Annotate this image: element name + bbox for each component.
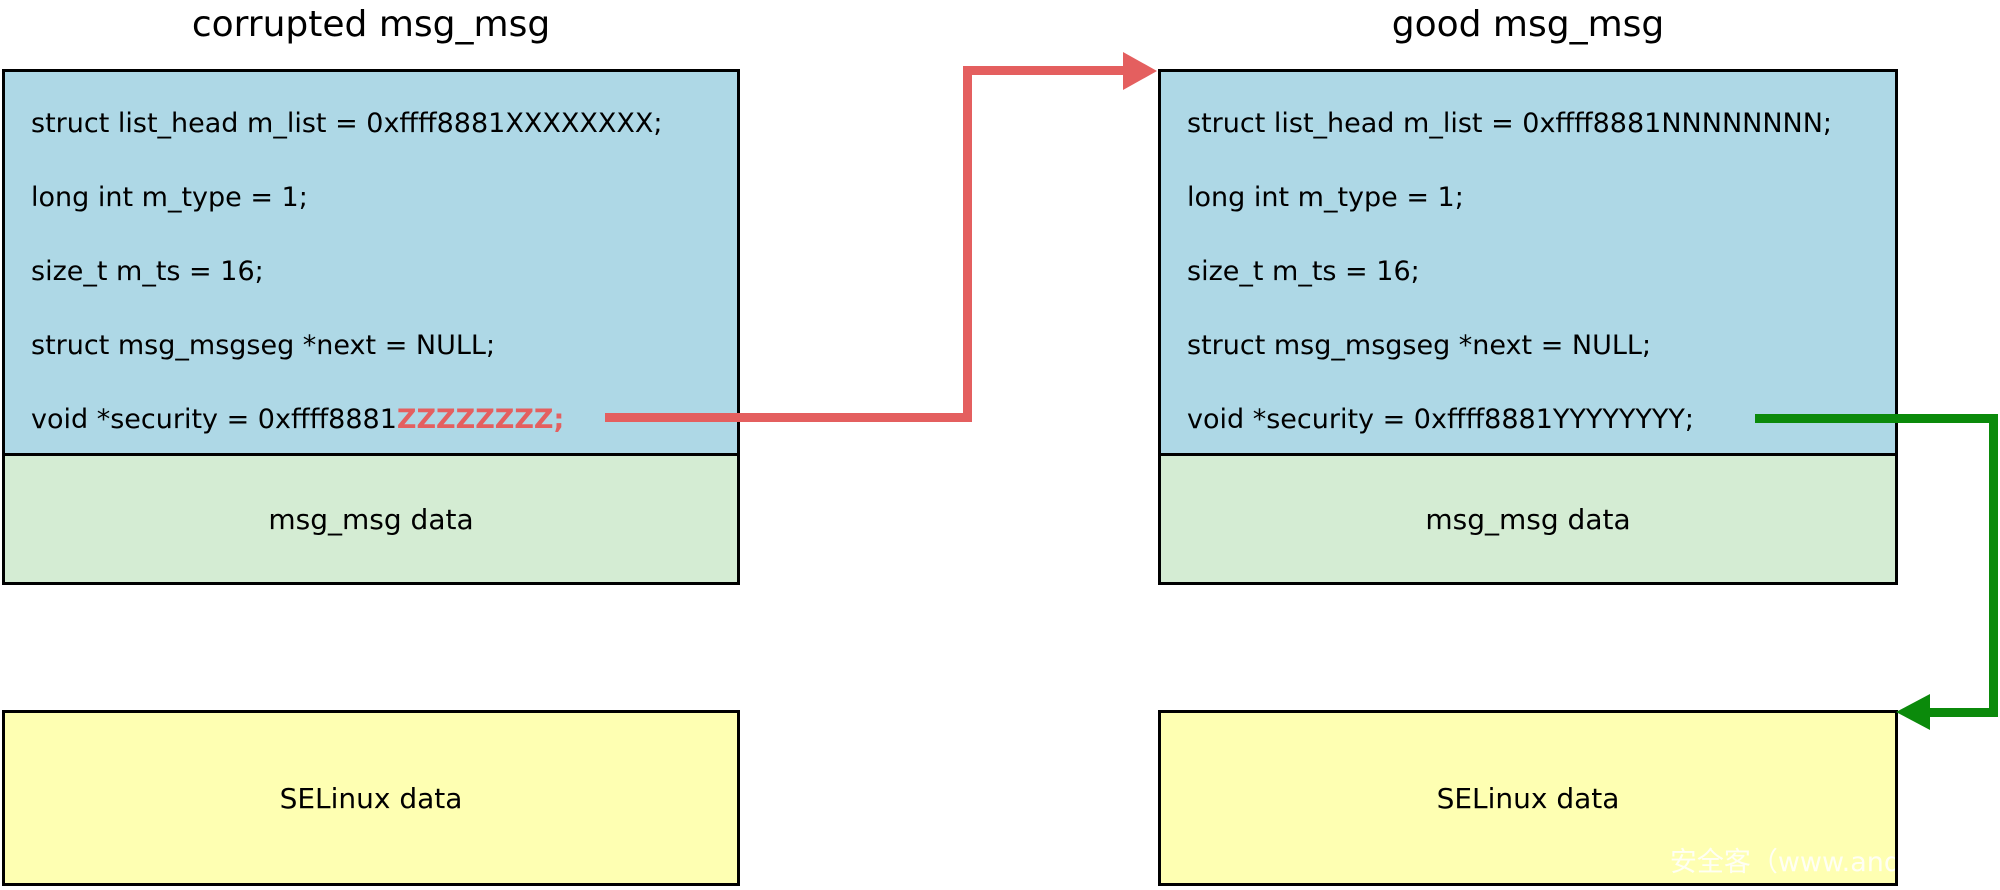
field-m-list: struct list_head m_list = 0xffff8881NNNN… — [1187, 108, 1833, 139]
selinux-label: SELinux data — [279, 781, 463, 815]
security-prefix: void *security = 0xffff8881 — [31, 404, 397, 435]
corrupted-msg-data-section: msg_msg data — [5, 456, 737, 582]
selinux-label: SELinux data — [1436, 781, 1620, 815]
msg-data-label: msg_msg data — [268, 502, 474, 536]
field-m-type: long int m_type = 1; — [31, 182, 308, 213]
corrupted-msg-msg-box: struct list_head m_list = 0xffff8881XXXX… — [2, 69, 740, 585]
security-prefix: void *security = 0xffff8881 — [1187, 404, 1553, 435]
right-diagram-title: good msg_msg — [1391, 4, 1665, 45]
field-m-ts: size_t m_ts = 16; — [31, 256, 264, 287]
corrupted-struct-fields-section: struct list_head m_list = 0xffff8881XXXX… — [5, 72, 737, 456]
field-security: void *security = 0xffff8881ZZZZZZZZ; — [31, 403, 564, 437]
field-next: struct msg_msgseg *next = NULL; — [31, 330, 496, 361]
field-m-type: long int m_type = 1; — [1187, 182, 1464, 213]
security-corrupted-value: ZZZZZZZZ; — [396, 404, 565, 435]
red-arrow-vertical — [963, 66, 972, 422]
red-arrowhead-icon — [1123, 52, 1157, 90]
security-good-value: YYYYYYYY; — [1552, 404, 1694, 435]
red-arrow-horizontal-start — [605, 413, 972, 422]
green-arrow-vertical — [1989, 414, 1998, 717]
field-security: void *security = 0xffff8881YYYYYYYY; — [1187, 403, 1694, 437]
green-arrow-horizontal-start — [1755, 414, 1998, 423]
green-arrowhead-icon — [1896, 694, 1930, 730]
green-arrow-horizontal-end — [1928, 708, 1998, 717]
red-arrow-horizontal-end — [963, 66, 1128, 75]
good-msg-msg-box: struct list_head m_list = 0xffff8881NNNN… — [1158, 69, 1898, 585]
field-next: struct msg_msgseg *next = NULL; — [1187, 330, 1652, 361]
field-m-list: struct list_head m_list = 0xffff8881XXXX… — [31, 108, 663, 139]
good-struct-fields-section: struct list_head m_list = 0xffff8881NNNN… — [1161, 72, 1895, 456]
field-m-ts: size_t m_ts = 16; — [1187, 256, 1420, 287]
left-diagram-title: corrupted msg_msg — [191, 4, 551, 45]
right-selinux-box: SELinux data 安全客（www.anq — [1158, 710, 1898, 886]
good-msg-data-section: msg_msg data — [1161, 456, 1895, 582]
watermark-text: 安全客（www.anq — [1669, 847, 1898, 878]
left-selinux-box: SELinux data — [2, 710, 740, 886]
msg-data-label: msg_msg data — [1425, 502, 1631, 536]
